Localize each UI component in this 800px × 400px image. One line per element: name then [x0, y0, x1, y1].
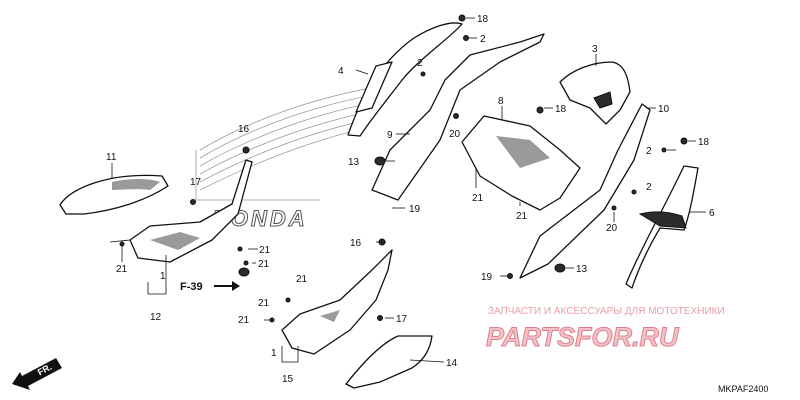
honda-wing-watermark — [195, 84, 391, 201]
part-8-center-panel — [461, 106, 581, 211]
label-8: 8 — [498, 96, 504, 107]
part-6-side-cover — [625, 165, 706, 289]
label-11: 11 — [106, 152, 117, 163]
diagram-code: MKPAF2400 — [718, 384, 768, 394]
stamp-tagline: ЗАПЧАСТИ И АКСЕССУАРЫ ДЛЯ МОТОТЕХНИКИ — [488, 306, 725, 317]
label-20a: 20 — [449, 129, 461, 140]
label-16a: 16 — [238, 124, 250, 135]
label-17b: 17 — [396, 314, 408, 325]
part-12-inner-bracket — [109, 159, 253, 295]
stamp-logo: PARTSFOR.RU — [486, 322, 680, 352]
callout-leaders — [248, 17, 696, 321]
label-2b: 2 — [417, 58, 423, 69]
label-21d: 21 — [258, 259, 270, 270]
label-19a: 19 — [409, 204, 421, 215]
label-21e: 21 — [116, 264, 128, 275]
label-21g: 21 — [258, 298, 270, 309]
front-direction-arrow: FR. — [12, 358, 62, 390]
label-6: 6 — [709, 208, 715, 219]
part-4-side-bracket — [347, 22, 463, 137]
label-12: 12 — [150, 312, 162, 323]
reference-f39: F-39 — [180, 281, 240, 293]
part-10-rear-strip — [519, 103, 656, 279]
part-15-lower-bracket — [281, 249, 393, 363]
label-15: 15 — [282, 374, 294, 385]
label-2d: 2 — [646, 182, 652, 193]
label-19b: 19 — [481, 272, 493, 283]
label-9: 9 — [387, 130, 393, 141]
label-18c: 18 — [698, 137, 710, 148]
label-21c: 21 — [259, 245, 271, 256]
label-18a: 18 — [477, 14, 489, 25]
label-21h: 21 — [238, 315, 250, 326]
label-18b: 18 — [555, 104, 567, 115]
label-20b: 20 — [606, 223, 618, 234]
reseller-stamp: ЗАПЧАСТИ И АКСЕССУАРЫ ДЛЯ МОТОТЕХНИКИ PA… — [486, 306, 725, 353]
front-arrow-icon — [12, 358, 62, 390]
label-2a: 2 — [480, 34, 486, 45]
label-21b: 21 — [516, 211, 528, 222]
label-3: 3 — [592, 44, 598, 55]
label-4: 4 — [338, 66, 344, 77]
label-21f: 21 — [296, 274, 308, 285]
reference-arrowhead-icon — [232, 281, 240, 291]
part-labels: 18 2 4 2 3 8 18 10 9 20 16 18 2 11 13 17… — [106, 14, 715, 385]
label-1a: 1 — [160, 271, 166, 282]
fasteners — [119, 14, 688, 323]
reference-label: F-39 — [180, 281, 203, 293]
part-9-frame-arm — [371, 33, 545, 209]
part-11-tail-cowl — [59, 163, 169, 215]
label-13b: 13 — [576, 264, 588, 275]
part-3-seat-cowl — [559, 54, 631, 125]
label-21a: 21 — [472, 193, 484, 204]
label-1b: 1 — [271, 348, 277, 359]
label-14: 14 — [446, 358, 458, 369]
label-16b: 16 — [350, 238, 362, 249]
label-2c: 2 — [646, 146, 652, 157]
label-10: 10 — [658, 104, 670, 115]
label-17a: 17 — [190, 177, 202, 188]
label-13a: 13 — [348, 157, 360, 168]
part-14-lower-cowl — [345, 335, 445, 389]
